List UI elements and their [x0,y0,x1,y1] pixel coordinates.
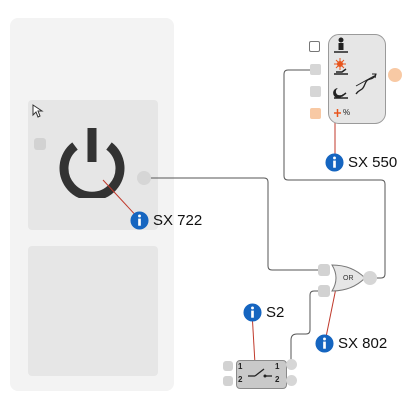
module-empty[interactable] [28,246,158,376]
module-power[interactable] [28,100,158,230]
or-input-port-2[interactable] [318,285,330,297]
label-sx722: SX 722 [153,212,203,229]
info-icon[interactable] [315,334,334,353]
sx550-output-port[interactable] [388,68,402,82]
power-output-port[interactable] [137,171,151,185]
sx550-input-port-4[interactable] [310,108,321,119]
or-output-port[interactable] [363,271,377,285]
info-icon[interactable] [325,153,344,172]
switch-out-1: 1 [275,362,280,371]
info-icon[interactable] [243,303,262,322]
sx550-input-port-3[interactable] [310,86,321,97]
info-icon[interactable] [130,211,149,230]
switch-output-port-1[interactable] [286,359,297,370]
person-icon [334,37,348,53]
power-icon[interactable] [56,126,128,198]
label-sx802: SX 802 [338,335,388,352]
label-s2: S2 [266,304,285,321]
or-input-port-1[interactable] [318,264,330,276]
switch-input-port-2[interactable] [223,376,233,386]
or-gate-icon[interactable] [330,263,368,293]
switch-in-1: 1 [238,362,243,371]
switch-icon [248,368,272,378]
switch-in-2: 2 [238,375,243,384]
moon-icon [333,88,348,99]
cursor-icon [32,104,44,118]
curve-icon [355,73,377,95]
module-connector[interactable] [34,138,46,150]
switch-s2[interactable] [236,360,287,389]
sx550-percent: % [343,108,351,117]
switch-output-port-2[interactable] [286,375,297,386]
sx550-input-port-2[interactable] [310,64,321,75]
label-sx550: SX 550 [348,154,398,171]
switch-input-port-1[interactable] [223,361,233,371]
or-gate-label: OR [343,275,354,282]
sx550-input-port-1[interactable] [309,41,320,52]
sx550-icons [333,37,377,117]
switch-out-2: 2 [275,375,280,384]
sun-icon [334,58,348,75]
